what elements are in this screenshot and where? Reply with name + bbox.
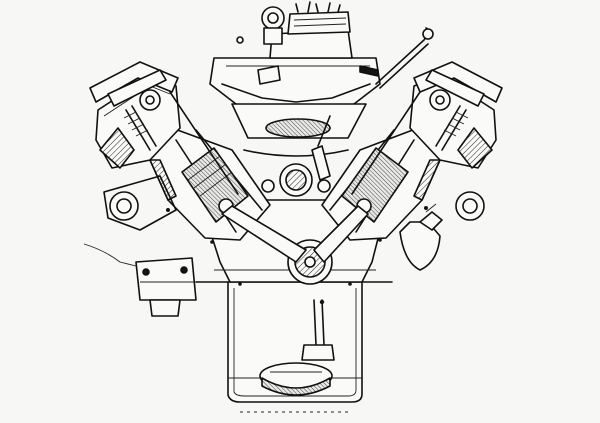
intake-linkage (236, 36, 379, 85)
right-cylinder-head (351, 61, 503, 221)
left-cylinder-bank (149, 127, 307, 263)
valve-lifters (311, 115, 331, 181)
intake-manifold (209, 57, 381, 139)
lifting-eye (261, 6, 285, 45)
carburetor (269, 1, 353, 59)
dipstick (375, 27, 434, 89)
fasteners (166, 206, 428, 305)
oil-pickup (259, 299, 335, 396)
right-cylinder-bank (313, 127, 441, 263)
left-mount-bracket (83, 243, 197, 317)
spark-plug (399, 203, 443, 271)
camshaft (243, 149, 349, 197)
left-cylinder-head (89, 61, 239, 231)
